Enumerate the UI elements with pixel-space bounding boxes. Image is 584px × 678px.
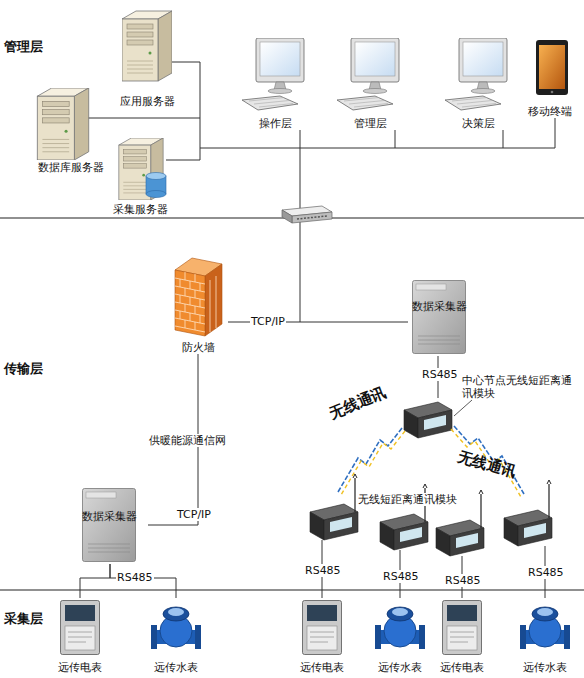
switch-icon: [282, 206, 332, 223]
firewall-icon: [175, 258, 222, 336]
node-text: 决策层: [438, 117, 518, 130]
electric-meter: 远传电表: [52, 598, 108, 674]
electric-meter-icon: [61, 601, 100, 655]
node-text: 管理层: [330, 117, 410, 130]
edge-label: RS485: [421, 368, 459, 381]
application-server-icon: [122, 11, 172, 81]
node-text: 数据库服务器: [30, 161, 112, 174]
node-text: 远传电表: [52, 661, 108, 674]
pc-icon: [337, 38, 399, 110]
workstation: 管理层: [330, 38, 410, 130]
wireless-module-icon: [310, 504, 358, 540]
connector: [110, 564, 176, 598]
rs485-wires: [322, 540, 545, 598]
layer-name: 采集层: [4, 612, 43, 625]
wireless-link: [341, 431, 405, 495]
edge-label: TCP/IP: [250, 315, 286, 328]
switch-front: [292, 212, 332, 223]
firewall: 防火墙: [168, 258, 228, 354]
node-text: 远传电表: [292, 661, 352, 674]
signal-name: RS485: [444, 574, 482, 587]
switch-left: [282, 210, 292, 223]
tablet-icon: [536, 40, 568, 95]
water-meter: 远传水表: [515, 598, 575, 674]
node-text: 远传水表: [146, 661, 206, 674]
node-text: 远传水表: [370, 661, 430, 674]
signal-name: RS485: [304, 564, 342, 577]
node-text: 防火墙: [168, 341, 228, 354]
water-meter: 远传水表: [370, 598, 430, 674]
brick-lines: [175, 272, 216, 332]
layer-divider: [0, 589, 584, 590]
pc-icon: [445, 38, 507, 110]
layer-name: 管理层: [4, 40, 43, 53]
node-text: 移动终端: [522, 105, 578, 118]
antenna-tips: [353, 474, 551, 494]
pc-icon: [242, 38, 304, 110]
workstation: 操作层: [235, 38, 315, 130]
electric-meter: 远传电表: [432, 598, 492, 674]
wireless-module-icon: [504, 510, 552, 546]
signal-name: RS485: [382, 570, 420, 583]
collector-icon: [83, 489, 136, 562]
database-server-icon: [37, 88, 88, 160]
firewall-side: [205, 264, 222, 336]
tablet-case: [536, 40, 568, 95]
node-text: 远传水表: [515, 661, 575, 674]
wireless-module-icon: [404, 402, 452, 438]
data-collector: 数据采集器: [408, 278, 470, 356]
wireless-link: [451, 429, 521, 497]
water-meter-icon: [151, 607, 201, 649]
central-wireless-module: 中心节点无线短距离通讯模块: [400, 398, 456, 444]
connector: [80, 564, 110, 598]
wireless-link: [338, 428, 402, 492]
part-name: 无线短距离通讯模块: [357, 493, 458, 506]
node-text: 采集服务器: [100, 203, 180, 216]
node-text: 中心节点无线短距离通讯模块: [462, 374, 574, 400]
leader-line: [454, 400, 472, 416]
switch-ports: [297, 216, 327, 219]
node-text: 应用服务器: [108, 95, 186, 108]
signal-name: RS485: [527, 566, 565, 579]
cylinder-top: [146, 173, 166, 180]
mobile-terminal: 移动终端: [522, 38, 578, 118]
tablet-screen: [539, 45, 565, 89]
workstation: 决策层: [438, 38, 518, 130]
application-server: 应用服务器: [108, 8, 186, 108]
link-note: 无线通讯: [456, 450, 517, 479]
node-text: 远传电表: [432, 661, 492, 674]
collection-server: 采集服务器: [100, 136, 180, 216]
data-collector: 数据采集器: [70, 486, 148, 564]
link-note: 无线通讯: [328, 386, 389, 421]
database-server: 数据库服务器: [30, 86, 112, 174]
water-meter-icon: [520, 607, 570, 649]
database-cylinder: [146, 173, 166, 198]
layer-name: 传输层: [4, 362, 43, 375]
edge-label: TCP/IP: [176, 508, 212, 521]
network-name: 供暖能源通信网: [148, 434, 227, 447]
node-text: 数据采集器: [408, 300, 470, 313]
electric-meter-icon: [443, 601, 482, 655]
electric-meter-icon: [303, 601, 342, 655]
node-text: 操作层: [235, 117, 315, 130]
tablet-button: [551, 91, 554, 94]
wireless-module-icon: [436, 520, 484, 556]
collector-icon: [413, 281, 466, 354]
water-meter: 远传水表: [146, 598, 206, 674]
wireless-module-icon: [380, 514, 428, 550]
edge-label: RS485: [116, 571, 154, 584]
cylinder-bottom: [146, 191, 166, 198]
node-text: 数据采集器: [70, 510, 148, 523]
electric-meter: 远传电表: [292, 598, 352, 674]
water-meter-icon: [375, 607, 425, 649]
